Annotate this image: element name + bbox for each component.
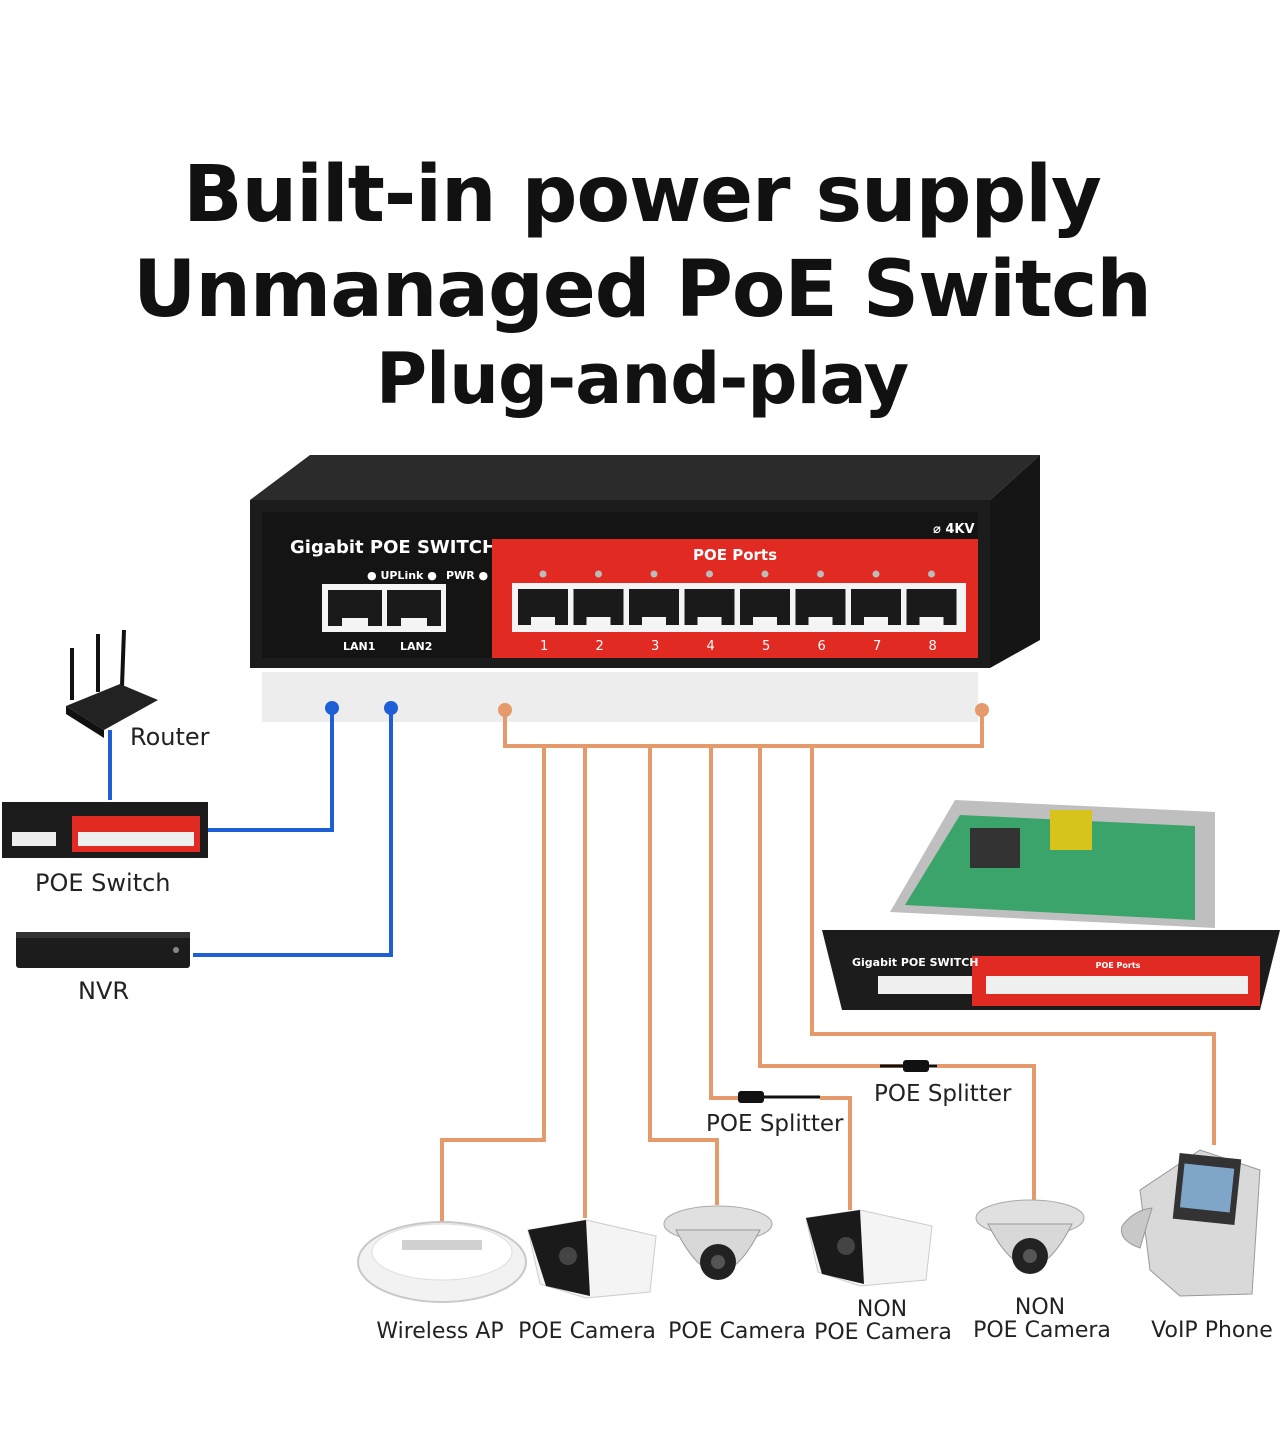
poe-camera-1-label: POE Camera xyxy=(518,1319,656,1344)
poe-port-notch xyxy=(697,617,722,625)
nvr-label: NVR xyxy=(78,977,129,1005)
poe-port-number: 1 xyxy=(540,639,548,654)
poe-port-number: 3 xyxy=(651,639,659,654)
poe-port-notch xyxy=(753,617,777,625)
headline-line-2: Unmanaged PoE Switch xyxy=(133,245,1152,335)
cable-splitter-2-to-non-poe-camera-2 xyxy=(937,1064,1036,1200)
poe-splitter-2-icon xyxy=(880,1060,937,1072)
poe-switch-label: POE Switch xyxy=(35,869,171,897)
poe-port-3[interactable]: 3 xyxy=(629,570,679,655)
wireless-ap-label: Wireless AP xyxy=(376,1319,503,1344)
poe-port-7[interactable]: 7 xyxy=(851,570,901,655)
poe-port-8[interactable]: 8 xyxy=(906,570,957,655)
poe-camera-2-icon xyxy=(663,1205,773,1280)
internal-switch-poe-label: POE Ports xyxy=(1096,961,1141,970)
voip-phone-label: VoIP Phone xyxy=(1151,1318,1273,1343)
poe-splitter-1-label: POE Splitter xyxy=(706,1111,844,1137)
uplink-label: ● UPLink ● xyxy=(367,569,437,582)
wireless-ap-icon xyxy=(357,1221,527,1303)
poe-port-number: 6 xyxy=(818,639,826,654)
cable-to-splitter-2 xyxy=(758,746,903,1068)
poe-ports-group: 1 2 3 4 5 6 7 8 xyxy=(518,570,957,655)
lan-port-1[interactable] xyxy=(328,590,382,626)
pwr-label: PWR ● xyxy=(446,569,488,582)
poe-port-notch xyxy=(919,617,944,625)
nvr-icon xyxy=(16,932,190,968)
lan2-connector-dot xyxy=(384,701,398,715)
non-poe-camera-1-label-line1: NON xyxy=(857,1297,907,1322)
cable-to-voip-phone xyxy=(810,746,1216,1145)
poe-port-notch xyxy=(864,617,888,625)
poe-port-notch xyxy=(586,617,611,625)
router-label: Router xyxy=(130,723,210,751)
poe-port-led xyxy=(650,570,658,578)
non-poe-camera-1-label-line2: POE Camera xyxy=(814,1320,952,1345)
lan-port-2[interactable] xyxy=(387,590,441,626)
poe-ports-label: POE Ports xyxy=(693,546,777,564)
poe-port-number: 8 xyxy=(929,639,937,654)
lan-port-2-label: LAN2 xyxy=(400,640,432,653)
poe-port-led xyxy=(539,570,547,578)
poe-splitter-2-label: POE Splitter xyxy=(874,1081,1012,1107)
poe-port-notch xyxy=(642,617,666,625)
non-poe-camera-1-icon xyxy=(805,1209,933,1287)
main-poe-switch: Gigabit POE SWITCH ⌀ 4KV ● UPLink ● PWR … xyxy=(250,455,1040,668)
cable-splitter-1-to-non-poe-camera-1 xyxy=(820,1096,852,1210)
poe-port-number: 4 xyxy=(707,639,715,654)
poe-bus-cable xyxy=(503,710,984,748)
non-poe-camera-2-icon xyxy=(975,1199,1085,1274)
switch-reflection xyxy=(262,672,978,722)
headline-line-3: Plug-and-play xyxy=(375,338,909,420)
small-poe-switch-icon xyxy=(2,802,208,858)
poe-port-led xyxy=(706,570,713,578)
non-poe-camera-2-label-line1: NON xyxy=(1015,1295,1065,1320)
poe-port-number: 7 xyxy=(873,639,881,654)
non-poe-camera-2-label-line2: POE Camera xyxy=(973,1318,1111,1343)
poe-port-6[interactable]: 6 xyxy=(795,570,846,655)
poe-port-2[interactable]: 2 xyxy=(573,570,624,655)
poe-port-number: 2 xyxy=(596,639,604,654)
poe-port-led xyxy=(595,570,602,578)
poe-bus-left-dot xyxy=(498,703,512,717)
poe-port-notch xyxy=(531,617,555,625)
cable-to-poe-camera-2 xyxy=(648,746,719,1205)
voip-phone-icon xyxy=(1120,1149,1261,1297)
cable-to-splitter-1 xyxy=(709,746,738,1100)
poe-port-led xyxy=(928,570,935,578)
uplink-cables xyxy=(108,708,393,957)
poe-bus-right-dot xyxy=(975,703,989,717)
poe-port-4[interactable]: 4 xyxy=(684,570,735,655)
cable-to-wireless-ap xyxy=(440,746,546,1222)
poe-camera-1-icon xyxy=(527,1219,657,1299)
switch-internal-view: Gigabit POE SWITCH POE Ports xyxy=(822,800,1280,1010)
poe-port-led xyxy=(872,570,880,578)
lan-port-1-label: LAN1 xyxy=(343,640,375,653)
poe-port-led xyxy=(817,570,824,578)
switch-brand-label: Gigabit POE SWITCH xyxy=(290,537,497,558)
poe-port-5[interactable]: 5 xyxy=(740,570,790,655)
poe-port-1[interactable]: 1 xyxy=(518,570,568,655)
router-icon xyxy=(66,629,158,738)
lan1-connector-dot xyxy=(325,701,339,715)
cable-lan1-to-poe-switch xyxy=(208,708,334,832)
poe-port-led xyxy=(761,570,769,578)
internal-switch-brand-label: Gigabit POE SWITCH xyxy=(852,956,979,969)
poe-port-number: 5 xyxy=(762,639,770,654)
poe-splitter-1-icon xyxy=(738,1091,820,1103)
poe-camera-2-label: POE Camera xyxy=(668,1319,806,1344)
cable-lan2-to-nvr xyxy=(193,708,393,957)
poe-cables xyxy=(440,710,1216,1222)
headline-line-1: Built-in power supply xyxy=(183,150,1102,240)
poe-port-notch xyxy=(808,617,833,625)
switch-surge-label: ⌀ 4KV xyxy=(933,522,975,537)
